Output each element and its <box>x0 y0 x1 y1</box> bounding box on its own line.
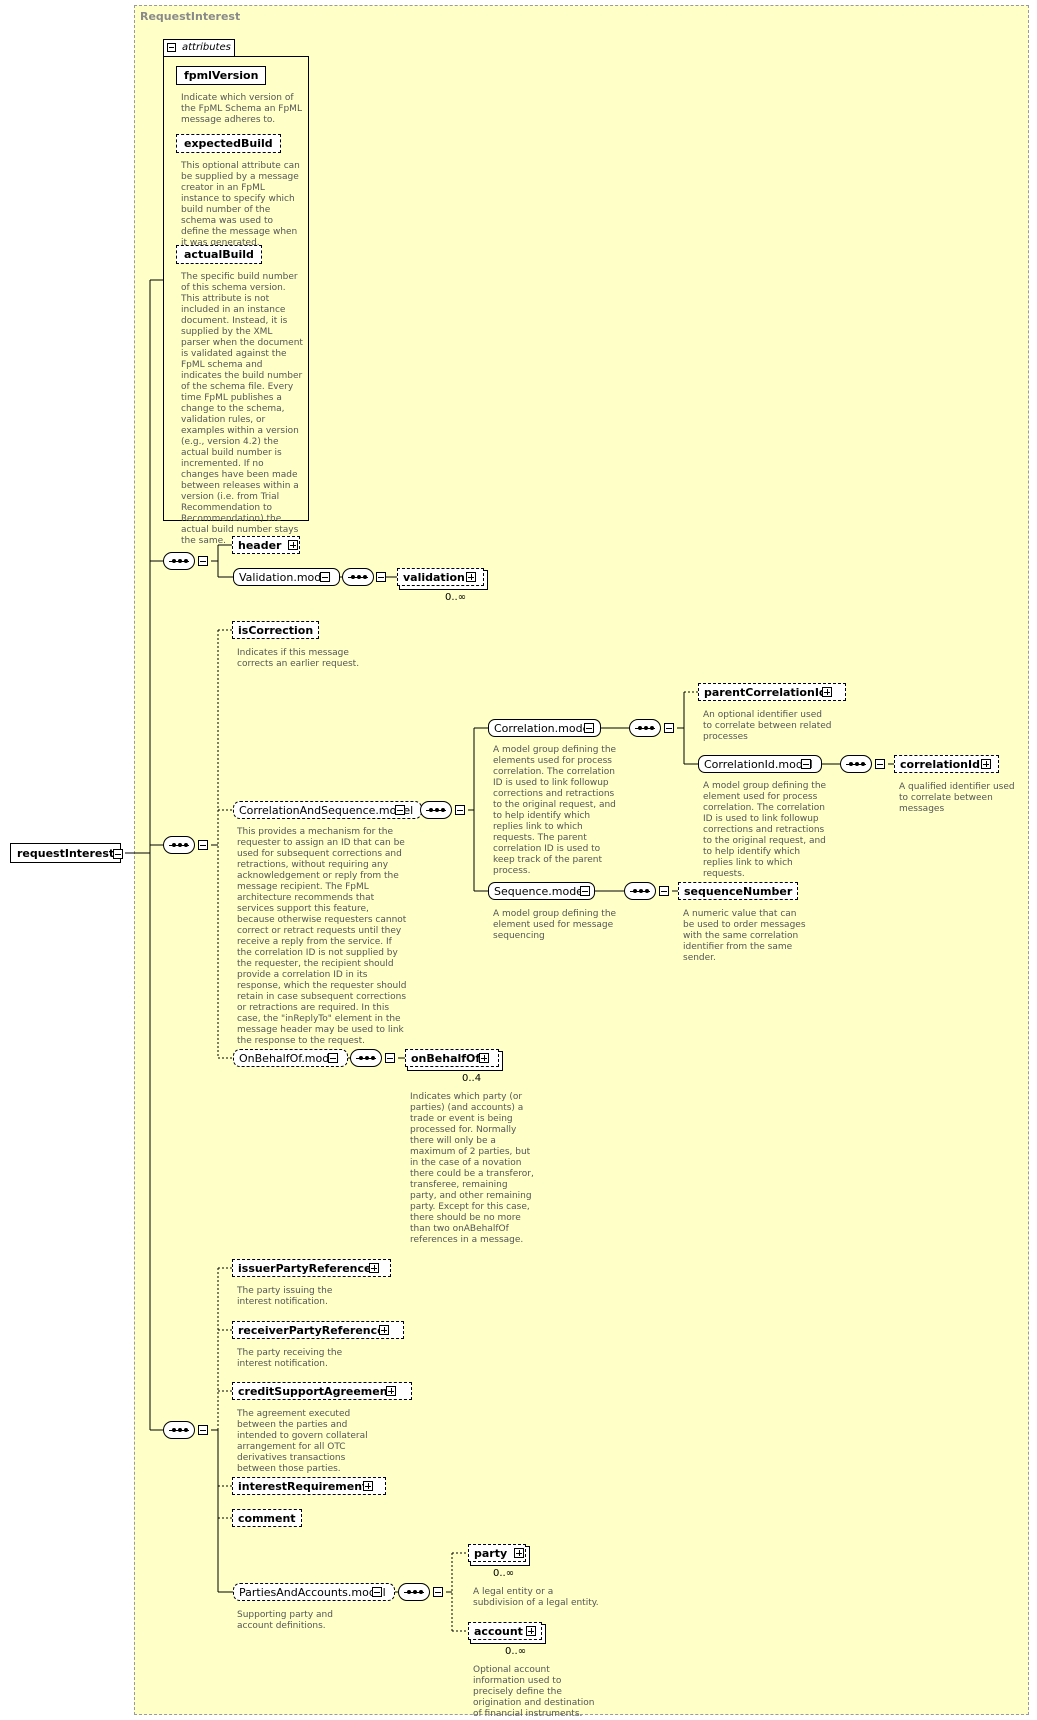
expand-icon[interactable] <box>369 1263 379 1273</box>
expand-icon[interactable] <box>379 1325 389 1335</box>
root-label: requestInterest <box>17 847 115 860</box>
sequence-compositor-icon <box>350 1049 382 1067</box>
element-is-correction[interactable]: isCorrection <box>232 621 320 639</box>
element-interest-requirement[interactable]: interestRequirement <box>232 1477 387 1495</box>
collapse-icon[interactable] <box>801 759 811 769</box>
collapse-icon[interactable] <box>372 1587 382 1597</box>
collapse-icon[interactable] <box>113 849 123 859</box>
attribute-desc: This optional attribute can be supplied … <box>181 161 300 248</box>
element-header[interactable]: header <box>232 536 301 554</box>
occurrence-label: 0..∞ <box>493 1568 515 1579</box>
element-desc: Indicates if this message corrects an ea… <box>237 648 360 669</box>
element-desc: Indicates which party (or parties) (and … <box>410 1092 534 1245</box>
collapse-icon[interactable] <box>580 886 590 896</box>
element-receiver-party-reference[interactable]: receiverPartyReference <box>232 1321 404 1339</box>
attributes-box <box>163 56 309 521</box>
element-desc: Optional account information used to pre… <box>473 1665 595 1719</box>
element-issuer-party-reference[interactable]: issuerPartyReference <box>232 1259 391 1277</box>
occurrence-label: 0..4 <box>462 1073 482 1084</box>
expand-icon[interactable] <box>822 687 832 697</box>
element-parent-correlation-id[interactable]: parentCorrelationId <box>698 683 846 701</box>
element-account[interactable]: account <box>468 1622 542 1640</box>
sequence-compositor-icon <box>420 801 452 819</box>
element-sequence-number[interactable]: sequenceNumber <box>678 882 799 900</box>
sequence-compositor-icon <box>840 755 872 773</box>
occurrence-label: 0..∞ <box>505 1646 527 1657</box>
group-desc: This provides a mechanism for the reques… <box>237 827 407 1046</box>
group-desc: Supporting party and account definitions… <box>237 1610 333 1631</box>
panel-title: RequestInterest <box>140 10 241 23</box>
attributes-label: attributes <box>182 42 231 53</box>
expand-icon[interactable] <box>981 759 991 769</box>
collapse-icon[interactable] <box>198 1425 208 1435</box>
collapse-icon[interactable] <box>455 805 465 815</box>
sequence-compositor-icon <box>163 552 195 570</box>
element-on-behalf-of[interactable]: onBehalfOf <box>405 1049 500 1067</box>
expand-icon[interactable] <box>514 1548 524 1558</box>
sequence-compositor-icon <box>342 568 374 586</box>
group-desc: A model group defining the element used … <box>703 781 827 879</box>
collapse-icon[interactable] <box>198 556 208 566</box>
collapse-icon[interactable] <box>395 805 405 815</box>
group-sequence-model[interactable]: Sequence.model <box>488 882 596 900</box>
collapse-icon[interactable] <box>659 886 669 896</box>
collapse-icon[interactable] <box>328 1053 338 1063</box>
group-validation-model[interactable]: Validation.model <box>233 568 341 586</box>
element-desc: A qualified identifier used to correlate… <box>899 782 1015 814</box>
sequence-compositor-icon <box>163 1421 195 1439</box>
element-desc: The agreement executed between the parti… <box>237 1409 368 1474</box>
element-desc: A numeric value that can be used to orde… <box>683 909 806 963</box>
element-validation[interactable]: validation <box>397 568 484 586</box>
occurrence-label: 0..∞ <box>445 592 467 603</box>
attributes-tab[interactable]: attributes <box>163 39 235 56</box>
expand-icon[interactable] <box>526 1626 536 1636</box>
element-comment[interactable]: comment <box>232 1509 302 1527</box>
attribute-actual-build[interactable]: actualBuild <box>176 245 262 264</box>
attribute-desc: Indicate which version of the FpML Schem… <box>181 93 302 125</box>
expand-icon[interactable] <box>466 572 476 582</box>
group-correlation-id-model[interactable]: CorrelationId.model <box>698 755 822 773</box>
sequence-compositor-icon <box>624 882 656 900</box>
sequence-compositor-icon <box>163 836 195 854</box>
collapse-icon[interactable] <box>664 723 674 733</box>
expand-icon[interactable] <box>479 1053 489 1063</box>
collapse-icon[interactable] <box>198 840 208 850</box>
collapse-icon[interactable] <box>320 572 330 582</box>
group-correlation-and-sequence-model[interactable]: CorrelationAndSequence.model <box>233 801 423 819</box>
collapse-icon[interactable] <box>875 759 885 769</box>
sequence-compositor-icon <box>398 1583 430 1601</box>
collapse-icon[interactable] <box>433 1587 443 1597</box>
collapse-icon[interactable] <box>376 572 386 582</box>
group-desc: A model group defining the element used … <box>493 909 617 941</box>
sequence-compositor-icon <box>629 719 661 737</box>
group-correlation-model[interactable]: Correlation.model <box>488 719 602 737</box>
collapse-icon[interactable] <box>167 43 176 52</box>
element-desc: An optional identifier used to correlate… <box>703 710 832 742</box>
collapse-icon[interactable] <box>385 1053 395 1063</box>
element-credit-support-agreement[interactable]: creditSupportAgreement <box>232 1382 412 1400</box>
expand-icon[interactable] <box>288 540 298 550</box>
attribute-desc: The specific build number of this schema… <box>181 272 303 546</box>
expand-icon[interactable] <box>363 1481 373 1491</box>
element-desc: The party receiving the interest notific… <box>237 1348 343 1369</box>
root-element-request-interest[interactable]: requestInterest <box>10 843 122 863</box>
expand-icon[interactable] <box>386 1386 396 1396</box>
element-party[interactable]: party <box>468 1544 527 1562</box>
attribute-fpml-version[interactable]: fpmlVersion <box>176 66 267 85</box>
attribute-expected-build[interactable]: expectedBuild <box>176 134 281 153</box>
element-desc: The party issuing the interest notificat… <box>237 1286 333 1307</box>
element-desc: A legal entity or a subdivision of a leg… <box>473 1587 599 1608</box>
group-parties-and-accounts-model[interactable]: PartiesAndAccounts.model <box>233 1583 395 1601</box>
group-desc: A model group defining the elements used… <box>493 745 617 876</box>
element-correlation-id[interactable]: correlationId <box>894 755 999 773</box>
request-interest-panel <box>134 5 1029 1715</box>
group-on-behalf-of-model[interactable]: OnBehalfOf.model <box>233 1049 349 1067</box>
collapse-icon[interactable] <box>584 723 594 733</box>
